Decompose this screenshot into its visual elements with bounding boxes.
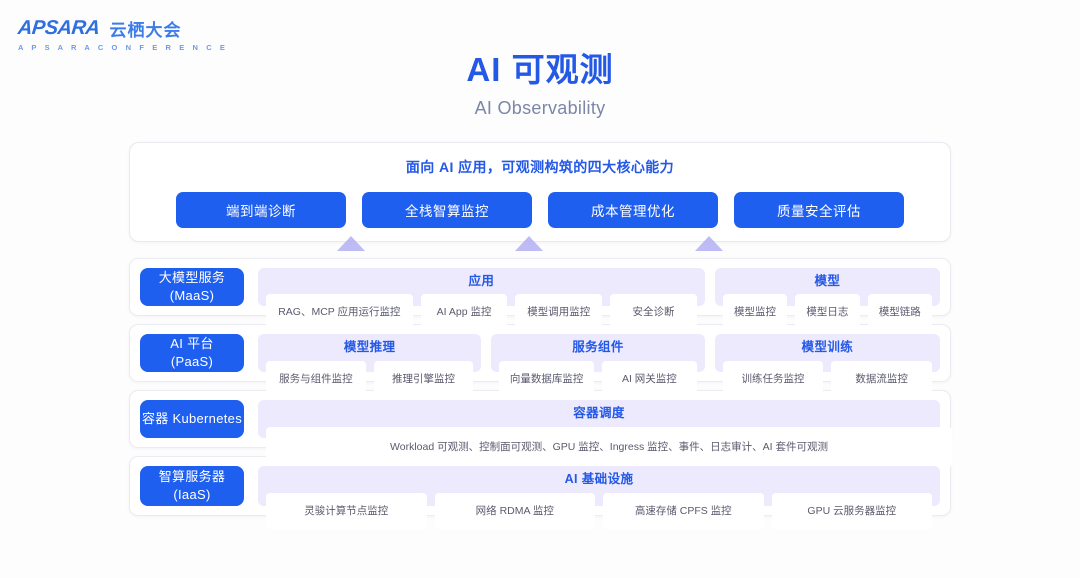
arrow-up-icon — [515, 236, 543, 251]
brand-apsara-text: APSARA — [16, 17, 101, 39]
chip-item[interactable]: 模型监控 — [722, 294, 788, 330]
chip-list: 服务与组件监控 推理引擎监控 — [266, 361, 474, 397]
group-title: 服务组件 — [572, 340, 624, 354]
layer-badge-line2: (PaaS) — [170, 354, 214, 369]
chip-item[interactable]: Workload 可观测、控制面可观测、GPU 监控、Ingress 监控、事件… — [266, 427, 952, 467]
chip-list: 灵骏计算节点监控 网络 RDMA 监控 高速存储 CPFS 监控 GPU 云服务… — [266, 493, 932, 529]
chip-list: RAG、MCP 应用运行监控 AI App 监控 模型调用监控 安全诊断 — [266, 294, 697, 330]
chip-list: 训练任务监控 数据流监控 — [722, 361, 932, 397]
chip-item[interactable]: 数据流监控 — [831, 361, 932, 397]
group-title: 模型 — [814, 274, 841, 288]
layer-row-kubernetes: 容器 Kubernetes 容器调度 Workload 可观测、控制面可观测、G… — [129, 390, 952, 467]
chip-item[interactable]: 向量数据库监控 — [499, 361, 595, 397]
core-capabilities-card: 面向 AI 应用，可观测构筑的四大核心能力 端到端诊断 全栈智算监控 成本管理优… — [129, 142, 951, 242]
arrow-group — [129, 234, 951, 254]
core-capabilities-buttons: 端到端诊断 全栈智算监控 成本管理优化 质量安全评估 — [130, 192, 950, 228]
chip-item[interactable]: 训练任务监控 — [722, 361, 824, 397]
chip-item[interactable]: 灵骏计算节点监控 — [266, 493, 427, 529]
layer-groups-kubernetes: 容器调度 Workload 可观测、控制面可观测、GPU 监控、Ingress … — [258, 400, 952, 467]
page-title-block: AI 可观测 AI Observability — [0, 50, 1080, 119]
core-capabilities-title: 面向 AI 应用，可观测构筑的四大核心能力 — [405, 159, 675, 175]
group-title: 模型推理 — [343, 340, 396, 354]
group-model-inference: 模型推理 服务与组件监控 推理引擎监控 — [258, 334, 482, 397]
layer-row-iaas: 智算服务器 (IaaS) AI 基础设施 灵骏计算节点监控 网络 RDMA 监控… — [129, 456, 951, 529]
chip-item[interactable]: 推理引擎监控 — [373, 361, 474, 397]
chip-item[interactable]: AI 网关监控 — [602, 361, 697, 397]
group-container-scheduling: 容器调度 Workload 可观测、控制面可观测、GPU 监控、Ingress … — [258, 400, 952, 467]
chip-item[interactable]: GPU 云服务器监控 — [771, 493, 932, 529]
chip-item[interactable]: 模型调用监控 — [515, 294, 603, 330]
chip-item[interactable]: 服务与组件监控 — [266, 361, 366, 397]
layer-badge-line1: 大模型服务 — [158, 270, 226, 286]
capability-button-2[interactable]: 成本管理优化 — [548, 192, 718, 228]
group-title: AI 基础设施 — [564, 472, 634, 486]
arrow-up-icon — [695, 236, 723, 251]
layer-row-maas: 大模型服务 (MaaS) 应用 RAG、MCP 应用运行监控 AI App 监控… — [129, 258, 951, 330]
layer-badge-kubernetes[interactable]: 容器 Kubernetes — [140, 400, 244, 438]
group-ai-infrastructure: AI 基础设施 灵骏计算节点监控 网络 RDMA 监控 高速存储 CPFS 监控… — [258, 466, 940, 529]
chip-item[interactable]: 模型日志 — [795, 294, 860, 330]
layer-badge-line1: 智算服务器 — [158, 469, 226, 485]
page-title: AI 可观测 — [466, 51, 614, 88]
layer-badge-line2: (IaaS) — [173, 487, 211, 502]
group-model: 模型 模型监控 模型日志 模型链路 — [714, 268, 940, 330]
layer-badge-line1: 容器 Kubernetes — [141, 411, 242, 427]
group-title: 模型训练 — [801, 340, 854, 354]
brand-logo: APSARA 云栖大会 A P S A R A C O N F E R E N … — [16, 17, 229, 52]
chip-item[interactable]: 网络 RDMA 监控 — [434, 493, 595, 529]
chip-item[interactable]: 模型链路 — [867, 294, 933, 330]
brand-chinese-text: 云栖大会 — [109, 21, 182, 40]
capability-button-1[interactable]: 全栈智算监控 — [362, 192, 532, 228]
chip-item[interactable]: 高速存储 CPFS 监控 — [603, 493, 764, 529]
group-service-components: 服务组件 向量数据库监控 AI 网关监控 — [491, 334, 705, 397]
layer-badge-iaas[interactable]: 智算服务器 (IaaS) — [140, 466, 244, 506]
chip-item[interactable]: RAG、MCP 应用运行监控 — [266, 294, 413, 330]
layer-badge-paas[interactable]: AI 平台 (PaaS) — [140, 334, 244, 372]
chip-item[interactable]: 安全诊断 — [610, 294, 697, 330]
capability-button-0[interactable]: 端到端诊断 — [176, 192, 346, 228]
capability-button-3[interactable]: 质量安全评估 — [734, 192, 904, 228]
layer-row-paas: AI 平台 (PaaS) 模型推理 服务与组件监控 推理引擎监控 服务组件 向量… — [129, 324, 951, 397]
group-title: 容器调度 — [573, 406, 625, 420]
layer-groups-maas: 应用 RAG、MCP 应用运行监控 AI App 监控 模型调用监控 安全诊断 … — [258, 268, 940, 330]
arrow-up-icon — [337, 236, 365, 251]
page-subtitle: AI Observability — [474, 97, 606, 118]
layer-badge-line2: (MaaS) — [169, 288, 215, 303]
layer-badge-line1: AI 平台 — [170, 336, 214, 352]
chip-list: Workload 可观测、控制面可观测、GPU 监控、Ingress 监控、事件… — [266, 427, 952, 467]
group-application: 应用 RAG、MCP 应用运行监控 AI App 监控 模型调用监控 安全诊断 — [258, 268, 705, 330]
chip-item[interactable]: AI App 监控 — [420, 294, 508, 330]
layer-badge-maas[interactable]: 大模型服务 (MaaS) — [140, 268, 244, 306]
brand-tagline: A P S A R A C O N F E R E N C E — [18, 43, 229, 52]
group-model-training: 模型训练 训练任务监控 数据流监控 — [714, 334, 940, 397]
chip-list: 模型监控 模型日志 模型链路 — [722, 294, 933, 330]
chip-list: 向量数据库监控 AI 网关监控 — [499, 361, 697, 397]
layer-groups-iaas: AI 基础设施 灵骏计算节点监控 网络 RDMA 监控 高速存储 CPFS 监控… — [258, 466, 940, 529]
group-title: 应用 — [468, 274, 495, 288]
layer-groups-paas: 模型推理 服务与组件监控 推理引擎监控 服务组件 向量数据库监控 AI 网关监控… — [258, 334, 940, 397]
layer-stack: 大模型服务 (MaaS) 应用 RAG、MCP 应用运行监控 AI App 监控… — [129, 258, 952, 529]
